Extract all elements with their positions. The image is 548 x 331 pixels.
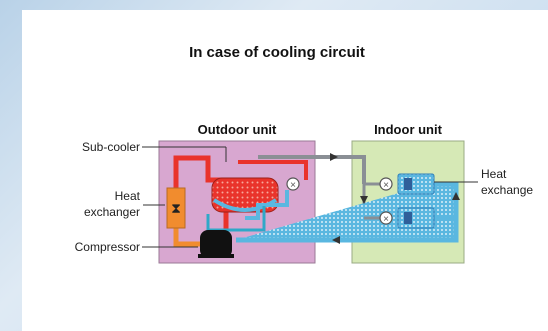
flow-arrow-icon (452, 192, 460, 200)
indoor-heat-exchanger-label-line1: Heat (481, 167, 507, 181)
svg-text:×: × (383, 180, 389, 191)
left-heat-exchanger (166, 187, 186, 229)
flow-arrow-icon (332, 236, 340, 244)
compressor-label: Compressor (75, 240, 140, 254)
gas-return-line (258, 155, 366, 184)
outdoor-unit-label: Outdoor unit (198, 122, 277, 137)
heat-exchanger-fan-icon: ⧗ (171, 200, 181, 216)
heat-exchanger-label-line2: exchanger (84, 205, 140, 219)
cold-liquid-line-outdoor (245, 190, 289, 220)
heat-exchanger-label-line1: Heat (115, 189, 141, 203)
outdoor-expansion-valve-icon (286, 177, 300, 191)
hot-line-to-subcooler (238, 160, 308, 180)
indoor-unit-label: Indoor unit (374, 122, 443, 137)
indoor-expansion-valve-upper-icon (379, 177, 393, 191)
page-title: In case of cooling circuit (189, 44, 365, 61)
indoor-expansion-valve-lower-icon (379, 211, 393, 225)
compressor-icon (200, 230, 232, 258)
svg-text:×: × (290, 180, 296, 191)
flow-arrow-icon (360, 196, 368, 204)
indoor-heat-exchanger-upper (397, 173, 435, 195)
svg-text:×: × (383, 214, 389, 225)
cold-line-loop (206, 206, 266, 232)
flow-arrow-icon (330, 153, 338, 161)
indoor-heat-exchanger-lower (397, 207, 435, 229)
indoor-gray-branch (364, 182, 382, 220)
warm-liquid-line (173, 226, 200, 247)
indoor-heat-exchanger-label-line2: exchange (481, 183, 533, 197)
sub-cooler-label: Sub-cooler (82, 140, 140, 154)
